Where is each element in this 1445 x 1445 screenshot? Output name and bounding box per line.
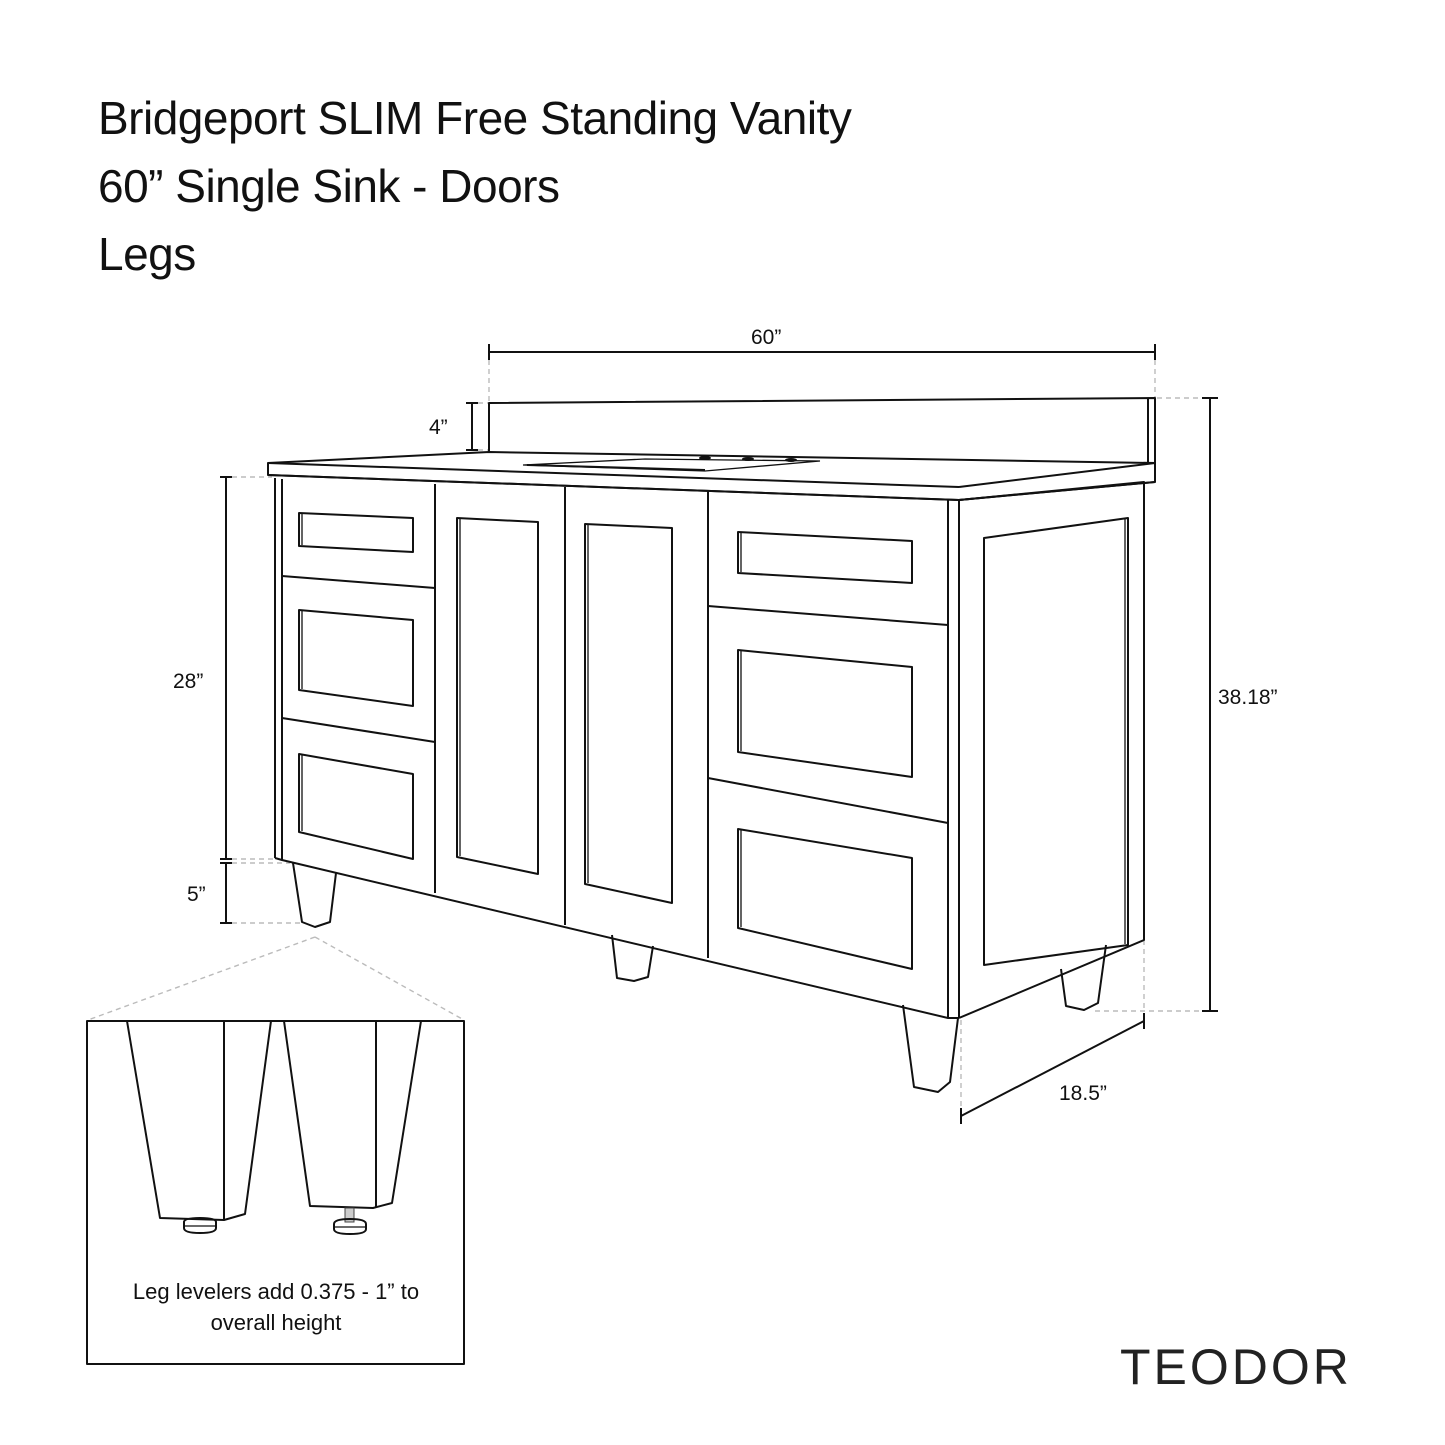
leg-leveler-caption: Leg levelers add 0.375 - 1” to overall h… (88, 1276, 464, 1338)
product-leg-option: Legs (98, 228, 196, 280)
leg-front-middle (611, 934, 654, 982)
leg-leveler-extended (283, 1020, 422, 1235)
backsplash-dimension-line (466, 402, 489, 451)
product-title: Bridgeport SLIM Free Standing Vanity (98, 92, 852, 144)
width-label: 60” (751, 326, 782, 349)
left-drawer-bank (281, 484, 436, 893)
leg-front-right (902, 1004, 959, 1093)
caption-line-2: overall height (210, 1310, 342, 1335)
depth-label: 18.5” (1059, 1082, 1107, 1105)
sink (522, 456, 821, 472)
backsplash-height-label: 4” (429, 416, 448, 439)
height-dimension-lines-left (220, 476, 300, 924)
cabinet-height-label: 28” (173, 670, 204, 693)
leg-back-right (1060, 944, 1107, 1011)
leg-height-label: 5” (187, 883, 206, 906)
caption-line-1: Leg levelers add 0.375 - 1” to (132, 1279, 420, 1304)
depth-dimension-line (960, 1013, 1145, 1124)
brand-logo: TEODOR (1120, 1339, 1352, 1395)
width-dimension-line (488, 344, 1156, 402)
faucet-hole-icon (699, 456, 711, 460)
center-doors (456, 487, 709, 958)
right-drawer-bank (707, 531, 949, 970)
product-size-config: 60” Single Sink - Doors (98, 160, 560, 212)
side-panel (958, 481, 1145, 1019)
threaded-bolt-icon (344, 1207, 355, 1223)
faucet-hole-icon (785, 458, 797, 462)
overall-height-label: 38.18” (1218, 686, 1278, 709)
backsplash (488, 397, 1156, 463)
cabinet-body (274, 478, 960, 1019)
leg-front-left (292, 862, 337, 928)
leg-leveler-inset (86, 1020, 465, 1365)
inset-callout-lines (87, 936, 465, 1021)
overall-height-dimension-line (1095, 397, 1218, 1012)
title-block: Bridgeport SLIM Free Standing Vanity 60”… (98, 84, 852, 288)
faucet-hole-icon (742, 457, 754, 461)
leg-leveler-retracted (126, 1020, 272, 1234)
